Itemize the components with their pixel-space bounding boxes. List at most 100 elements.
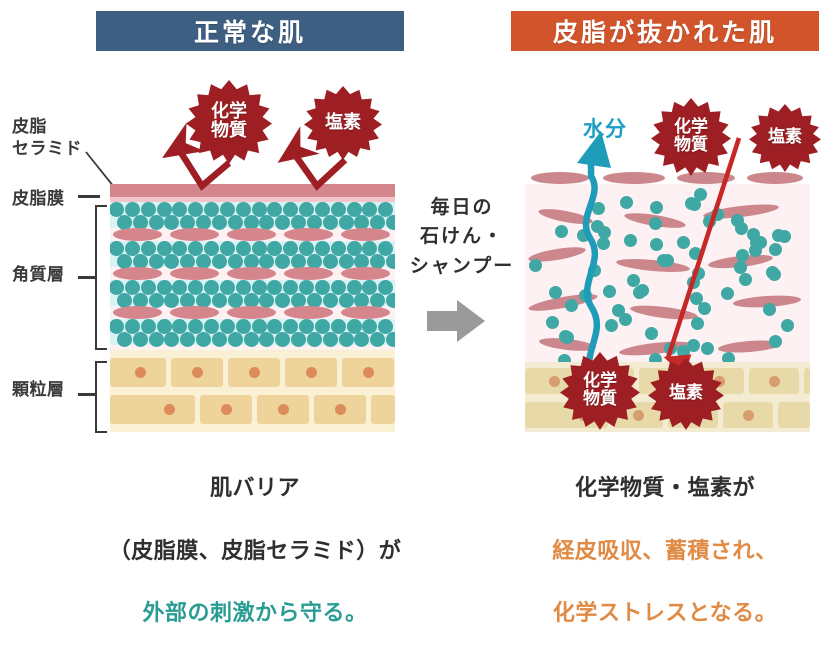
corneocyte-dot xyxy=(124,202,140,217)
sebum-film-fragment xyxy=(747,172,803,184)
corneocyte-dot xyxy=(148,293,164,308)
ceramide-lipid-scattered xyxy=(629,302,699,323)
corneocyte-dot-scattered xyxy=(592,202,606,216)
corneocyte-dot xyxy=(370,215,386,230)
corneocyte-dot xyxy=(156,241,172,256)
corneocyte-dot xyxy=(322,215,338,230)
corneocyte-row xyxy=(110,202,395,218)
ceramide-lipid xyxy=(113,267,162,280)
corneocyte-dot xyxy=(275,254,291,269)
corneocyte-dot xyxy=(235,202,251,217)
corneocyte-dot xyxy=(354,293,370,308)
corneocyte-dot xyxy=(156,202,172,217)
corneocyte-dot xyxy=(330,319,346,334)
corneocyte-dot xyxy=(378,202,394,217)
corneocyte-dot xyxy=(188,319,204,334)
corneocyte-dot xyxy=(164,215,180,230)
corneocyte-dot xyxy=(346,202,362,217)
corneocyte-dot xyxy=(306,215,322,230)
corneocyte-dot xyxy=(124,319,140,334)
ceramide-lipid xyxy=(227,267,276,280)
corneocyte-dot xyxy=(314,202,330,217)
corneocyte-dot xyxy=(243,332,259,347)
corneocyte-dot xyxy=(196,293,212,308)
corneocyte-dot-scattered xyxy=(604,318,618,332)
corneocyte-dot-scattered xyxy=(623,234,637,248)
burst-chlorine-right: 塩素 xyxy=(749,104,821,172)
burst-chlorine-absorbed-label: 塩素 xyxy=(669,383,703,404)
corneocyte-dot xyxy=(330,202,346,217)
corneocyte-dot xyxy=(370,293,386,308)
corneocyte-dot xyxy=(188,202,204,217)
corneocyte-dot xyxy=(211,293,227,308)
corneocyte-dot xyxy=(267,280,283,295)
corneocyte-dot-scattered xyxy=(548,286,562,300)
burst-chemical-left-label: 化学 物質 xyxy=(211,101,247,141)
burst-chlorine-left: 塩素 xyxy=(304,86,382,160)
corneocyte-dot-scattered xyxy=(720,286,734,300)
granular-cell-nucleus xyxy=(633,410,644,421)
corneocyte-dot xyxy=(259,215,275,230)
corneocyte-dot-scattered xyxy=(685,196,699,210)
corneocyte-dot xyxy=(314,280,330,295)
corneocyte-dot-scattered xyxy=(644,326,658,340)
ceramide-lipid-scattered xyxy=(537,205,594,227)
corneocyte-dot-scattered xyxy=(691,316,705,330)
corneocyte-dot xyxy=(283,202,299,217)
corneocyte-dot xyxy=(116,254,132,269)
corneocyte-dot xyxy=(148,215,164,230)
caption-left-line2: （皮脂膜、皮脂セラミド）が xyxy=(108,538,402,564)
corneocyte-dot-scattered xyxy=(697,302,711,316)
corneocyte-dot xyxy=(132,215,148,230)
corneocyte-dot xyxy=(322,332,338,347)
panel-header-sebum-stripped-skin: 皮脂が抜かれた肌 xyxy=(511,11,819,51)
corneocyte-dot xyxy=(204,280,219,295)
corneocyte-dot xyxy=(211,215,227,230)
corneocyte-dot-scattered xyxy=(769,242,783,256)
corneocyte-dot xyxy=(346,241,362,256)
corneocyte-dot-scattered xyxy=(565,299,579,313)
corneocyte-dot xyxy=(306,332,322,347)
corneocyte-dot-scattered xyxy=(619,196,633,210)
corneocyte-dot xyxy=(362,202,378,217)
ceramide-lipid-row xyxy=(110,306,395,319)
corneocyte-dot xyxy=(306,293,322,308)
sebum-film-layer-left xyxy=(110,184,395,197)
corneocyte-dot xyxy=(132,332,148,347)
corneocyte-dot xyxy=(110,280,124,295)
ceramide-lipid xyxy=(284,228,333,241)
corneocyte-dot xyxy=(378,280,394,295)
scattered-cells-right xyxy=(525,184,810,368)
corneocyte-dot xyxy=(124,280,140,295)
corneocyte-dot-scattered xyxy=(554,224,568,238)
granular-cell xyxy=(804,368,810,394)
corneocyte-dot xyxy=(386,332,395,347)
corneocyte-dot xyxy=(259,332,275,347)
corneocyte-dot xyxy=(386,215,395,230)
corneocyte-dot xyxy=(251,241,267,256)
tick-sebum-film xyxy=(78,195,100,198)
corneocyte-dot-scattered xyxy=(746,227,760,241)
corneocyte-lipid-stack xyxy=(110,202,395,350)
corneocyte-dot xyxy=(172,280,188,295)
corneocyte-dot xyxy=(172,319,188,334)
burst-chemical-absorbed-label: 化学 物質 xyxy=(583,371,617,409)
corneocyte-dot xyxy=(322,293,338,308)
burst-chemical-left: 化学 物質 xyxy=(186,80,272,164)
skin-block-normal xyxy=(110,184,395,432)
corneocyte-dot-scattered xyxy=(529,258,543,272)
corneocyte-dot xyxy=(283,241,299,256)
corneocyte-dot xyxy=(180,332,196,347)
corneocyte-dot xyxy=(346,319,362,334)
corneocyte-dot xyxy=(283,280,299,295)
corneocyte-dot xyxy=(110,319,124,334)
corneocyte-dot xyxy=(227,254,243,269)
moisture-label: 水分 xyxy=(583,117,627,141)
granular-cell-nucleus xyxy=(278,404,289,415)
corneocyte-dot xyxy=(180,215,196,230)
ceramide-lipid xyxy=(170,306,219,319)
corneocyte-dot xyxy=(219,319,235,334)
corneocyte-dot xyxy=(322,254,338,269)
ceramide-lipid xyxy=(113,228,162,241)
corneocyte-dot xyxy=(275,215,291,230)
